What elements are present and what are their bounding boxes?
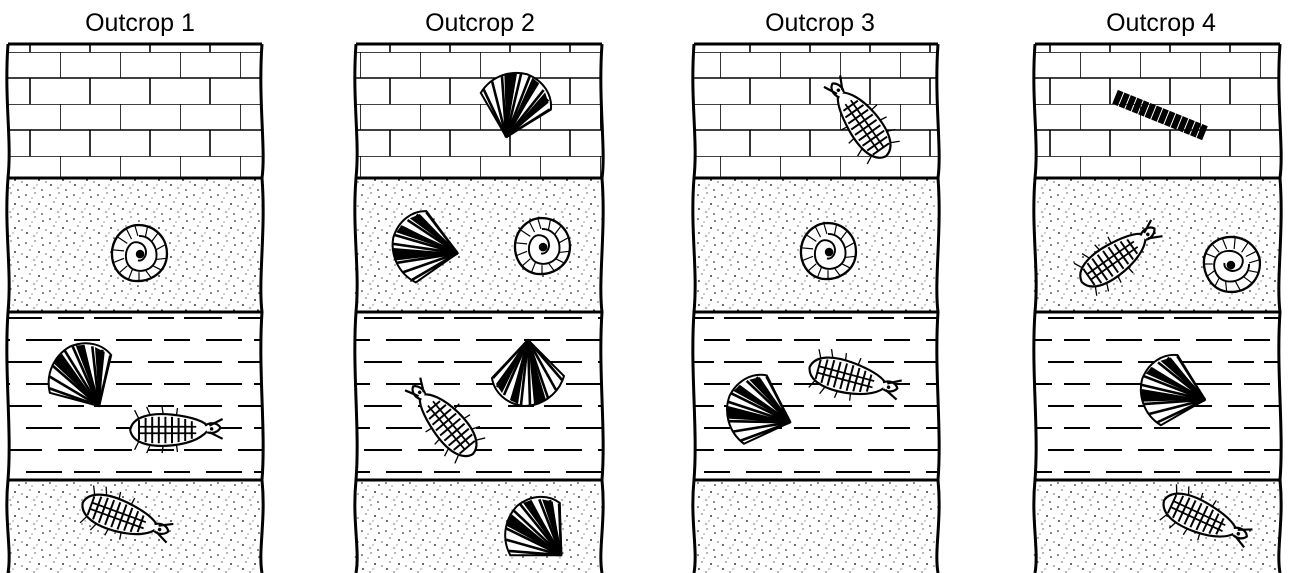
- sandstone-layer-lower: [1034, 480, 1281, 573]
- ammonite-fossil: [112, 225, 167, 282]
- outcrop-1: Outcrop 1: [7, 9, 263, 573]
- outcrop-4: Outcrop 4: [1034, 9, 1281, 573]
- sandstone-layer-lower: [693, 480, 939, 573]
- sandstone-layer-lower: [355, 480, 603, 573]
- limestone-layer: [7, 44, 263, 178]
- outcrop-3: Outcrop 3: [693, 9, 939, 573]
- limestone-layer: [693, 44, 939, 178]
- ammonite-fossil: [1203, 237, 1260, 292]
- ammonite-fossil: [515, 218, 570, 275]
- shale-layer: [355, 312, 603, 480]
- shale-layer: [7, 312, 263, 480]
- outcrop-title: Outcrop 3: [765, 9, 875, 37]
- outcrop-2: Outcrop 2: [355, 9, 603, 573]
- outcrop-title: Outcrop 1: [85, 9, 195, 37]
- ammonite-fossil: [801, 223, 856, 280]
- outcrop-title: Outcrop 4: [1106, 9, 1216, 37]
- limestone-layer: [355, 44, 603, 178]
- outcrop-title: Outcrop 2: [425, 9, 535, 37]
